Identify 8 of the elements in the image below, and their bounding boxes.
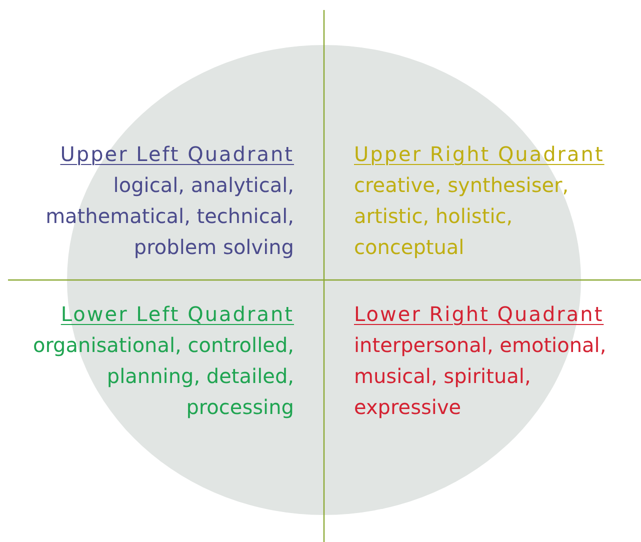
quadrant-traits: logical, analytical, mathematical, technical, problem solving [44, 172, 294, 261]
quadrant-traits: interpersonal, emotional, musical, spiritual, expressive [354, 332, 608, 421]
quadrant-heading: Lower Right Quadrant [354, 301, 605, 328]
quadrant-heading: Upper Left Quadrant [59, 141, 294, 168]
quadrant-traits: organisational, controlled, planning, detailed, processing [32, 332, 294, 421]
quadrant-heading: Lower Left Quadrant [60, 301, 294, 328]
quadrant-traits: creative, synthesiser, artistic, holistic, conceptual [354, 172, 570, 261]
quadrant-heading: Upper Right Quadrant [354, 141, 606, 168]
